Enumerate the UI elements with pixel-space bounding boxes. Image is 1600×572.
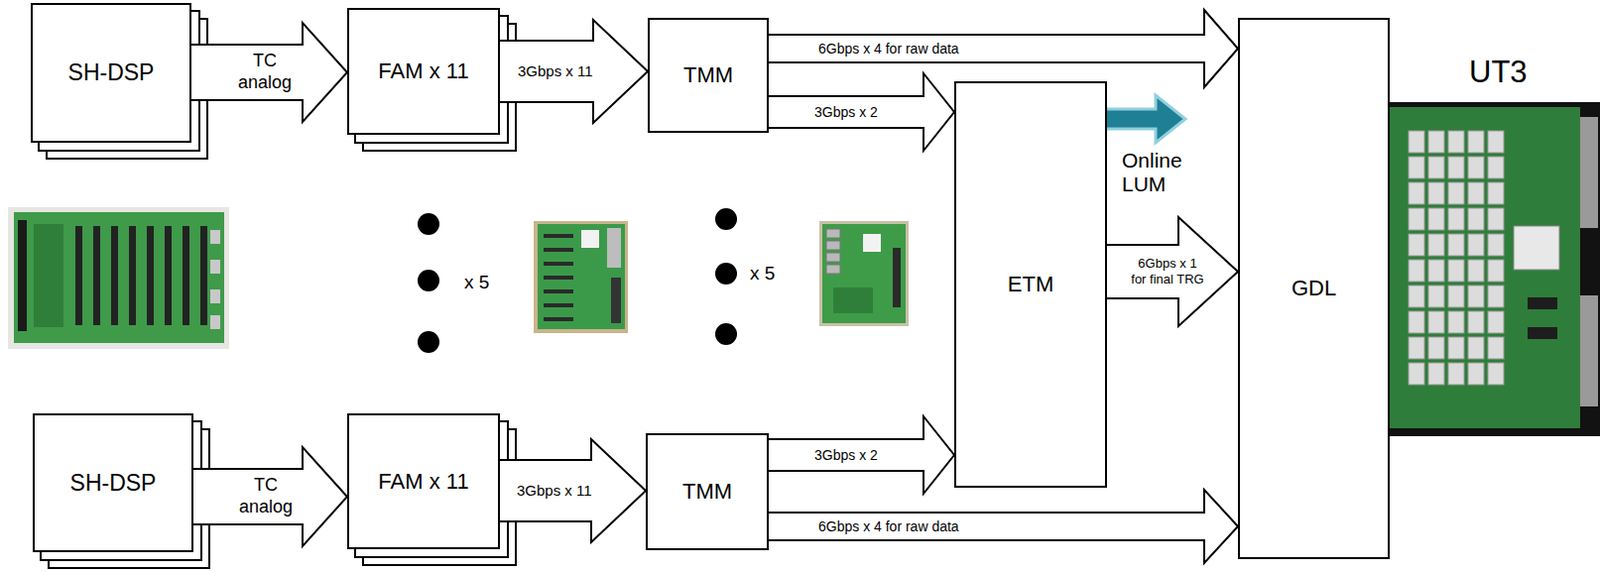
block-arrow: [767, 416, 955, 494]
block-arrow: [192, 447, 348, 547]
annotation-label: x 5: [749, 262, 775, 285]
board-photo: [819, 221, 909, 327]
block-arrow: [498, 19, 648, 124]
link-label: 3Gbps x 11: [516, 482, 593, 500]
annotation-label: UT3: [1469, 54, 1528, 91]
block-arrow: [767, 9, 1238, 88]
box-label: ETM: [1007, 271, 1054, 297]
process-box: TMM: [647, 17, 769, 133]
block-arrow: [190, 22, 348, 123]
process-box: SH-DSP: [32, 413, 194, 553]
process-box: FAM x 11: [347, 413, 500, 550]
block-arrow: [767, 490, 1238, 564]
block-arrow: [1106, 217, 1238, 327]
block-arrow: [498, 439, 646, 543]
link-label: 6Gbps x 4 for raw data: [818, 518, 960, 536]
process-box: ETM: [954, 81, 1108, 489]
box-label: TMM: [682, 479, 733, 504]
link-label: 3Gbps x 2: [814, 447, 878, 465]
box-label: FAM x 11: [377, 469, 469, 494]
box-label: FAM x 11: [377, 58, 469, 84]
block-arrow: [767, 73, 955, 151]
process-box: GDL: [1237, 17, 1390, 560]
annotation-label: x 5: [464, 271, 490, 294]
box-label: GDL: [1291, 275, 1337, 301]
process-box: FAM x 11: [347, 7, 500, 135]
link-label: 3Gbps x 11: [517, 62, 594, 81]
online-lum-arrow: [1103, 95, 1186, 143]
annotation-label: Online LUM: [1121, 148, 1197, 197]
link-label: 6Gbps x 4 for raw data: [818, 40, 960, 58]
board-photo: [533, 221, 628, 334]
ut3-board-photo: [1354, 102, 1600, 437]
link-label: TC analog: [234, 475, 298, 518]
box-label: SH-DSP: [70, 470, 157, 496]
board-photo: [7, 207, 230, 350]
process-box: SH-DSP: [30, 2, 192, 143]
link-label: TC analog: [233, 50, 297, 94]
box-label: SH-DSP: [68, 59, 155, 86]
ellipsis-dots: [417, 208, 738, 354]
box-label: TMM: [683, 62, 734, 88]
process-box: TMM: [645, 433, 769, 551]
link-label: 6Gbps x 1 for final TRG: [1129, 255, 1206, 287]
link-label: 3Gbps x 2: [814, 104, 878, 122]
